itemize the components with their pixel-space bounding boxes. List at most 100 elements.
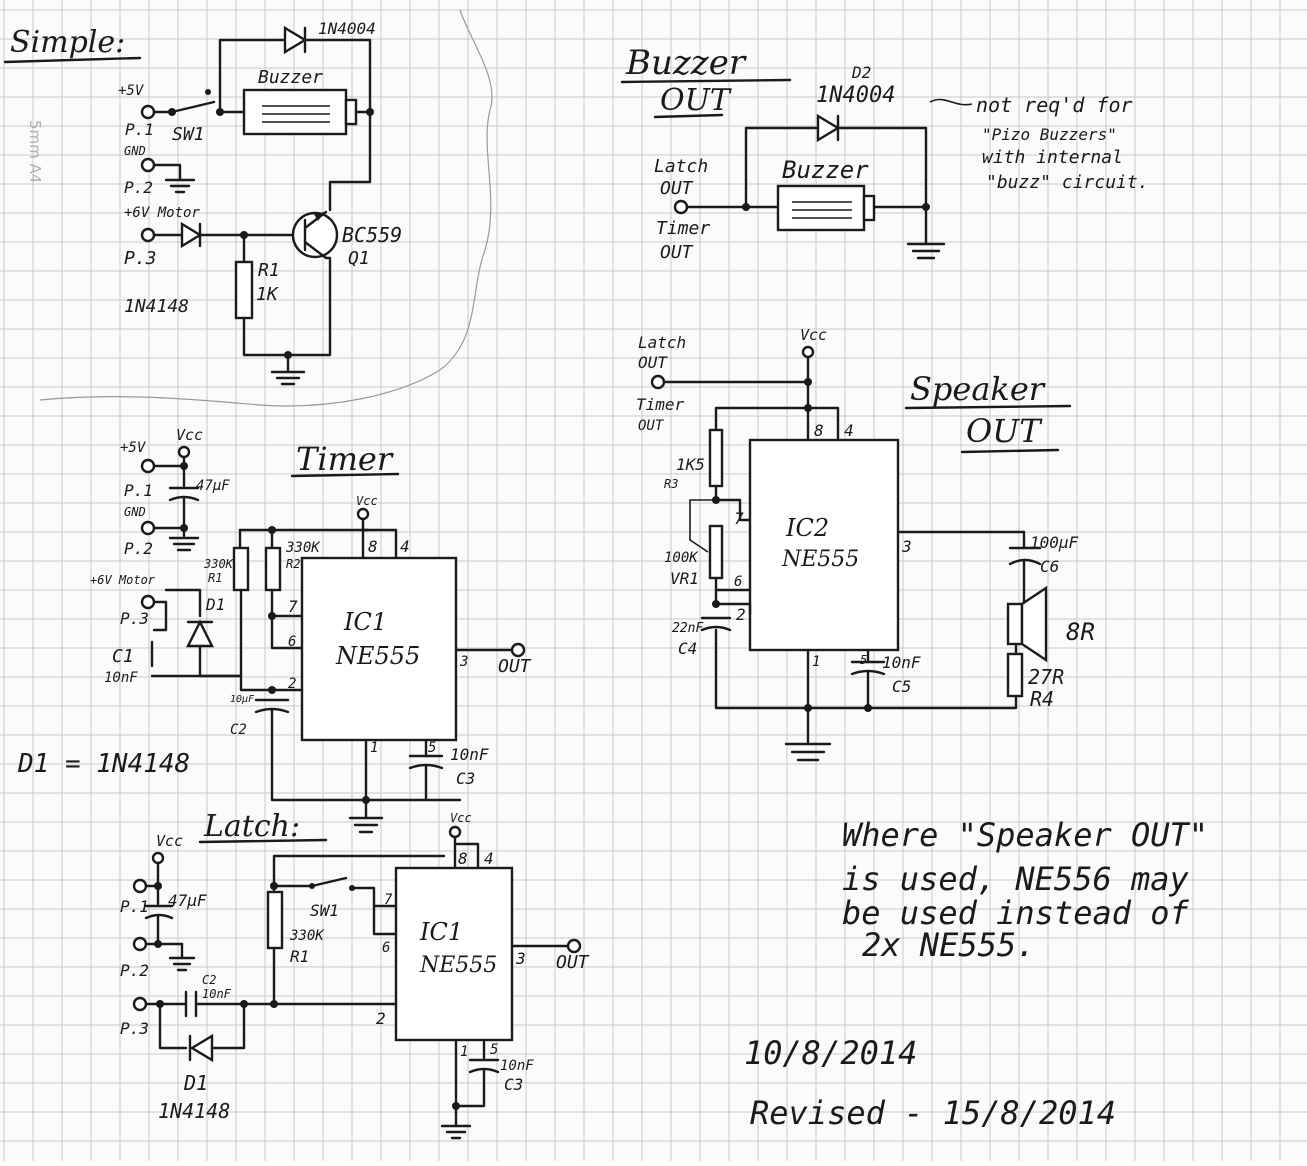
latch-vcc2-label: Vcc	[450, 811, 472, 825]
latch-pin4: 4	[484, 849, 494, 868]
simple-q1-arrow	[314, 212, 324, 221]
simple-emitter-wire	[286, 256, 332, 357]
note-line: Where "Speaker OUT"	[842, 816, 1208, 854]
buzzer-label: Buzzer	[782, 156, 869, 184]
buzzer-note-line: "buzz" circuit.	[986, 172, 1149, 193]
speaker-out-circuit: Speaker OUT Latch OUT Timer OUT Vcc 8 4 …	[636, 326, 1095, 762]
simple-p2-terminal	[140, 157, 156, 173]
latch-pin3: 3	[515, 949, 526, 968]
buzzer-heading-underline	[620, 78, 792, 84]
latch-p2-terminal	[132, 936, 148, 952]
simple-r1-body	[234, 260, 254, 320]
latch-heading: Latch:	[203, 809, 300, 844]
timer-circuit: Timer +5V Vcc P.1 47μF GND P.2 Vcc 330K …	[17, 426, 532, 834]
simple-circuit: Simple: +5V P.1 SW1 1N4004 Buzzer GND P.…	[3, 19, 402, 386]
speaker-pin8: 8	[814, 421, 824, 440]
simple-diode-top-wire	[303, 38, 372, 114]
timer-vcc2-terminal	[356, 507, 370, 521]
timer-pin3: 3	[459, 654, 468, 670]
simple-p2-label: P.2	[124, 178, 153, 197]
timer-p1-wire	[152, 455, 186, 468]
timer-r2-body	[264, 546, 282, 592]
latch-sw1-label: SW1	[310, 901, 339, 920]
speaker-c4-label: C4	[678, 639, 697, 658]
simple-diode-top-body	[283, 25, 308, 55]
simple-heading-underline	[3, 56, 142, 64]
latch-vcc2-terminal	[448, 825, 462, 839]
timer-d1-body	[186, 619, 214, 648]
simple-diode-wire	[218, 38, 287, 114]
speaker-pin7-wire	[714, 498, 752, 522]
latch-p1-terminal	[132, 878, 148, 894]
speaker-r3-body	[708, 428, 724, 488]
simple-heading: Simple:	[10, 25, 125, 60]
timer-5v-label: +5V	[120, 440, 147, 456]
simple-motor-label: +6V Motor	[124, 205, 200, 221]
buzzer-heading: Buzzer	[625, 43, 747, 83]
speaker-timer-out-label: OUT	[638, 418, 665, 434]
note-date: 10/8/2014	[744, 1034, 917, 1072]
timer-pin5: 5	[428, 740, 436, 756]
timer-p3-label: P.3	[120, 609, 149, 628]
timer-d1-bottom	[198, 644, 243, 678]
timer-pin1: 1	[370, 740, 378, 756]
buzzer-heading-out: OUT	[660, 83, 732, 118]
simple-p1-terminal	[140, 104, 156, 120]
timer-c2-value: 10μF	[230, 694, 255, 705]
speaker-chip-label: NE555	[781, 547, 859, 572]
timer-motor-label: +6V Motor	[90, 573, 156, 587]
speaker-heading-underline	[960, 448, 1060, 454]
timer-pin6-wire	[270, 614, 304, 650]
simple-buzzer-cap	[344, 98, 358, 126]
simple-q1-emitter	[303, 240, 328, 260]
timer-c3-value: 10nF	[450, 745, 489, 764]
timer-c1-value: 10nF	[104, 670, 138, 686]
simple-diode-bottom-label: 1N4148	[124, 296, 189, 317]
speaker-c6-label: C6	[1040, 557, 1059, 576]
simple-p1-label: P.1	[125, 120, 154, 139]
buzzer-note-leader	[929, 98, 973, 106]
timer-ic-label: IC1	[343, 608, 387, 636]
latch-r1-body	[266, 890, 284, 950]
timer-vcc-label: Vcc	[176, 426, 203, 444]
speaker-junction	[804, 378, 812, 386]
timer-cap-value: 47μF	[196, 478, 230, 494]
latch-chip-label: NE555	[419, 953, 497, 978]
buzzer-diode-body	[816, 113, 841, 143]
timer-d1-wire	[164, 588, 202, 618]
speaker-pin1: 1	[812, 654, 820, 670]
simple-gnd-wire	[152, 163, 182, 182]
timer-r1-label: R1	[208, 571, 222, 585]
timer-p3-wire	[152, 600, 168, 632]
speaker-r4-body	[1006, 652, 1024, 698]
timer-d1-note: D1 = 1N4148	[17, 749, 190, 779]
timer-p2-terminal	[140, 520, 156, 536]
speaker-vcc-label: Vcc	[800, 326, 827, 344]
simple-diode-top-label: 1N4004	[318, 19, 376, 38]
buzzer-input-terminal	[673, 199, 689, 215]
buzzer-latch-label: Latch	[654, 156, 708, 177]
latch-vcc-terminal	[151, 851, 165, 865]
latch-pin6-wire	[372, 904, 398, 936]
speaker-ic-label: IC2	[785, 514, 829, 542]
speaker-c5-label: C5	[892, 677, 911, 696]
simple-r1-bottom	[242, 316, 290, 357]
timer-pin2: 2	[288, 676, 296, 692]
speaker-heading: Speaker	[910, 370, 1046, 408]
speaker-pin2: 2	[736, 605, 746, 624]
latch-d1-body	[189, 1033, 214, 1063]
timer-p2-label: P.2	[124, 539, 153, 558]
speaker-r3-label: R3	[664, 477, 678, 491]
buzzer-diode-return	[836, 126, 928, 209]
timer-pin4-wire	[361, 528, 398, 560]
speaker-8r-label: 8R	[1066, 618, 1095, 646]
timer-pin8: 8	[368, 537, 378, 556]
latch-r1-label: R1	[290, 947, 309, 966]
simple-p3-terminal	[140, 227, 156, 243]
note-line: be used instead of	[842, 894, 1190, 932]
speaker-pin2-wire	[714, 602, 752, 616]
speaker-vr1-label: VR1	[670, 569, 699, 588]
speaker-pin3: 3	[901, 537, 912, 556]
timer-out-terminal	[510, 642, 526, 658]
latch-cap-plate-curved	[144, 913, 174, 920]
